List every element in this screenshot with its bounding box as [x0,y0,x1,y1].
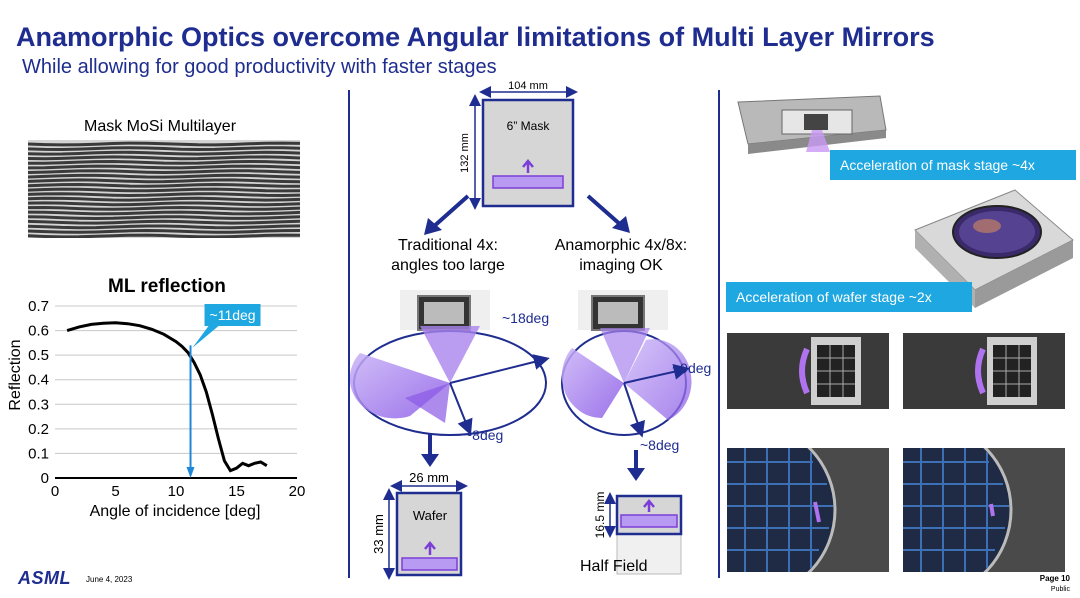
multilayer-stripe [28,196,300,202]
page-subtitle: While allowing for good productivity wit… [22,56,497,78]
wafer-field-diagram [383,480,468,580]
multilayer-stripe [28,159,300,165]
multilayer-stripe [28,201,300,207]
y-tick-label: 0 [41,470,49,487]
wafer-width-label: 26 mm [409,470,449,485]
multilayer-stripe [28,192,300,198]
multilayer-stripe [28,155,300,161]
trad-angle-long-label: ~18deg [502,310,549,326]
multilayer-stripe [28,187,300,193]
wafer-height-label: 33 mm [371,514,386,554]
y-tick-label: 0.3 [28,396,49,413]
multilayer-stripe [28,141,300,147]
arrowhead-down-wafer [421,454,439,467]
mask-height-label: 132 mm [459,133,471,173]
half-field-diagram [604,492,683,575]
y-tick-label: 0.6 [28,323,49,340]
classification-label: Public [1050,586,1070,593]
mask-width-label: 104 mm [508,80,548,92]
multilayer-stripe [28,169,300,175]
annotation-callout [192,304,261,348]
footer-date: June 4, 2023 [86,575,133,584]
arrowhead-down-halffield [627,468,645,481]
multilayer-stripe [28,215,300,221]
multilayer-stripe [28,150,300,156]
multilayer-stripe [28,178,300,184]
anamorphic-caption-2: imaging OK [579,257,663,274]
y-tick-label: 0.5 [28,347,49,364]
wafer-scan-anamorphic [903,448,1065,572]
mask-stage-photo [730,88,890,158]
y-tick-label: 0.2 [28,421,49,438]
asml-logo: ASML [18,568,71,588]
multilayer-stripe [28,224,300,230]
mask-scan-anamorphic [903,333,1065,409]
multilayer-micrograph [28,140,300,238]
multilayer-label: Mask MoSi Multilayer [84,118,237,135]
multilayer-stripe [28,146,300,152]
anamorphic-caption-1: Anamorphic 4x/8x: [555,237,688,254]
anamorphic-mask-holder [578,290,668,331]
traditional-caption-1: Traditional 4x: [398,237,498,254]
y-axis-label: Reflection [7,339,24,410]
wafer-label: Wafer [413,508,448,523]
multilayer-stripe [28,164,300,170]
multilayer-stripe [28,228,300,234]
annotation-arrowhead [186,467,195,478]
half-field-label: Half Field [580,558,648,575]
anamorphic-diagram: 104 mm 132 mm 6” Mask Traditional 4x: an… [350,80,711,580]
multilayer-stripe [28,233,300,238]
y-tick-label: 0.7 [28,298,49,315]
ana-angle-long-label: ~9deg [672,360,711,376]
traditional-cones [350,326,550,436]
x-tick-label: 5 [111,483,119,500]
multilayer-stripe [28,219,300,225]
arrow-to-traditional [430,194,470,230]
mask-scan-traditional [727,333,889,409]
multilayer-stripe [28,210,300,216]
divider-left [348,90,350,578]
x-axis-label: Angle of incidence [deg] [90,503,261,520]
ml-reflection-chart: 0 0.1 0.2 0.3 0.4 0.5 0.6 0.7 0 5 10 15 20 ~11deg R… [7,298,306,520]
y-tick-label: 0.1 [28,445,49,462]
trad-angle-short-label: ~8deg [464,427,503,443]
x-tick-label: 0 [51,483,59,500]
multilayer-stripe [28,205,300,211]
y-tick-label: 0.4 [28,372,49,389]
mask-stage-banner: Acceleration of mask stage ~4x [830,150,1076,180]
anamorphic-cones [561,328,692,438]
ana-angle-short-label: ~8deg [640,437,679,453]
mask-label: 6” Mask [507,119,551,133]
half-field-height-label: 16.5 mm [593,492,607,539]
page-title: Anamorphic Optics overcome Angular limit… [16,22,935,52]
mask-diagram [469,86,578,210]
arrow-to-anamorphic [586,194,624,228]
wafer-scan-traditional [727,448,889,572]
traditional-mask-holder [400,290,490,331]
chart-title: ML reflection [108,276,226,297]
page-number: Page 10 [1039,574,1070,583]
multilayer-stripe [28,173,300,179]
wafer-stage-banner: Acceleration of wafer stage ~2x [726,282,972,312]
x-tick-label: 20 [289,483,306,500]
reflection-curve [66,321,268,473]
x-tick-label: 10 [168,483,185,500]
arrowhead-traditional [424,218,442,235]
traditional-caption-2: angles too large [391,257,505,274]
arrowhead-anamorphic [612,216,630,233]
wafer-stage-photo [905,180,1075,310]
divider-right [718,90,720,578]
annotation-label: ~11deg [210,307,256,323]
multilayer-stripe [28,182,300,188]
x-tick-label: 15 [228,483,245,500]
